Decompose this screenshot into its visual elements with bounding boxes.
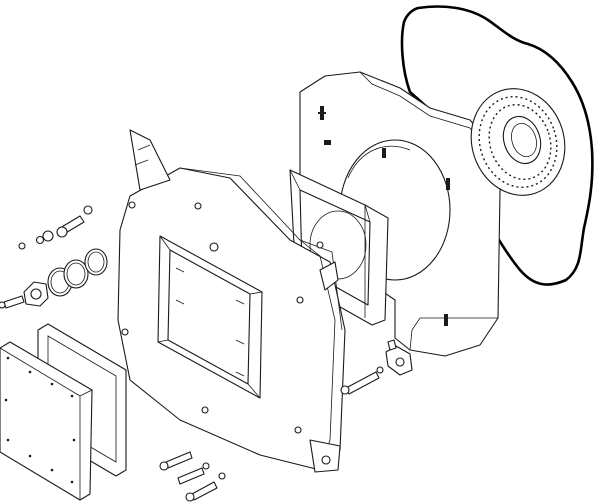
main-housing-plate <box>117 129 346 473</box>
screw-bottom-1 <box>159 451 193 471</box>
screws <box>0 205 384 502</box>
shaft-seal-ring <box>470 88 566 196</box>
hinge-bracket <box>385 339 413 376</box>
screw-bottom-2 <box>177 462 210 485</box>
cover-plate <box>0 341 93 501</box>
screw-right <box>340 366 384 395</box>
screw-left <box>0 295 25 309</box>
large-gasket-ring <box>400 5 594 286</box>
flange-clamp <box>23 281 49 307</box>
o-rings <box>47 248 108 297</box>
screw-bottom-3 <box>185 472 226 502</box>
